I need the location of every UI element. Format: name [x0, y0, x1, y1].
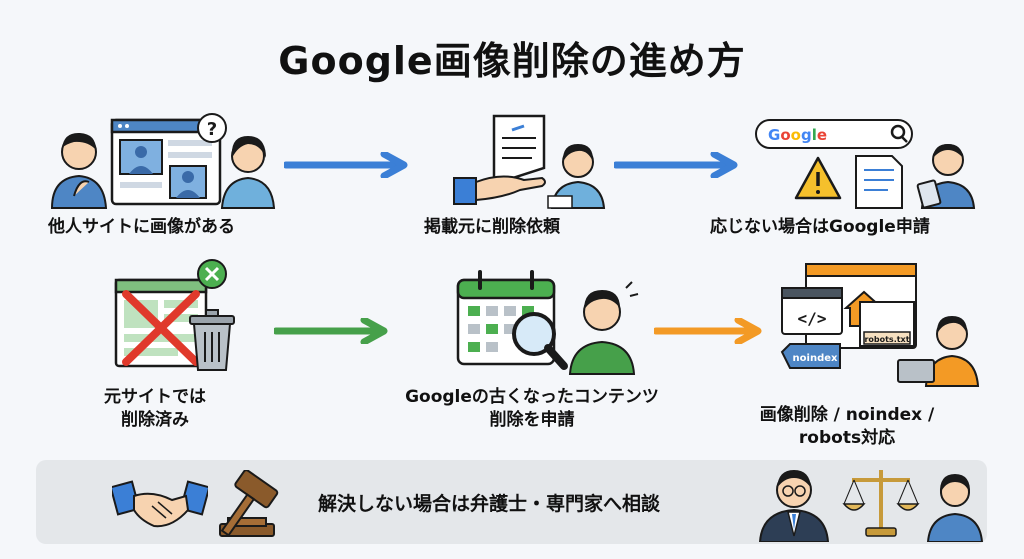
arrow-right-icon — [654, 318, 762, 344]
woman-person-icon — [220, 136, 276, 209]
search-bar-icon: Google — [755, 119, 913, 149]
step6-label-line2: robots対応 — [798, 428, 896, 448]
step3-illustration: Google — [755, 119, 976, 209]
step6-label-line1: 画像削除 / noindex / — [759, 405, 935, 425]
lawyer-icon — [758, 470, 830, 542]
woman-expert-icon — [926, 474, 984, 542]
step6-label: 画像削除 / noindex / robots対応 — [734, 404, 960, 450]
warning-icon — [794, 156, 842, 200]
step4-label-line2: 削除済み — [121, 410, 189, 430]
code-symbol: </> — [798, 309, 827, 328]
robots-file-icon: robots.txt — [859, 301, 915, 347]
consult-text: 解決しない場合は弁護士・専門家へ相談 — [318, 493, 661, 515]
step5-illustration — [456, 270, 639, 375]
step4-label-line1: 元サイトでは — [104, 387, 206, 407]
step6-illustration: </> robots.txt noindex — [780, 263, 980, 387]
arrow-right-icon — [274, 318, 388, 344]
thinking-man-icon — [568, 281, 639, 375]
step4-label: 元サイトでは 削除済み — [104, 386, 206, 432]
page-title: Google画像削除の進め方 — [278, 39, 746, 83]
scales-of-justice-icon — [842, 470, 920, 537]
step5-label-line2: 削除を申請 — [489, 410, 575, 430]
step2-illustration — [453, 114, 606, 209]
svg-text:Google: Google — [768, 126, 827, 144]
svg-text:?: ? — [207, 119, 217, 140]
document-hand-icon — [453, 114, 546, 205]
step1-illustration: ? — [50, 113, 276, 209]
form-document-icon — [855, 155, 903, 209]
question-mark-icon: ? — [197, 113, 227, 143]
gavel-icon — [219, 470, 279, 537]
step5-label: Googleの古くなったコンテンツ 削除を申請 — [392, 386, 672, 432]
close-icon — [197, 259, 227, 289]
writing-person-icon — [547, 144, 606, 209]
noindex-tag-label: noindex — [793, 353, 838, 364]
trash-can-icon — [189, 309, 235, 371]
robots-file-label: robots.txt — [864, 335, 909, 344]
arrow-right-icon — [614, 152, 738, 178]
step3-label: 応じない場合はGoogle申請 — [710, 217, 930, 237]
step1-label: 他人サイトに画像がある — [48, 217, 235, 237]
step4-illustration — [114, 259, 235, 371]
handshake-icon — [112, 480, 208, 528]
magnifier-icon — [512, 312, 568, 370]
noindex-tag-icon: noindex — [780, 343, 841, 369]
arrow-right-icon — [284, 152, 408, 178]
laptop-person-icon — [897, 316, 980, 387]
step5-label-line1: Googleの古くなったコンテンツ — [405, 387, 659, 407]
tablet-person-icon — [916, 144, 976, 209]
step2-label: 掲載元に削除依頼 — [424, 217, 560, 237]
confused-person-icon — [50, 132, 108, 209]
browser-window-icon — [110, 118, 222, 206]
code-window-icon: </> — [781, 287, 843, 335]
